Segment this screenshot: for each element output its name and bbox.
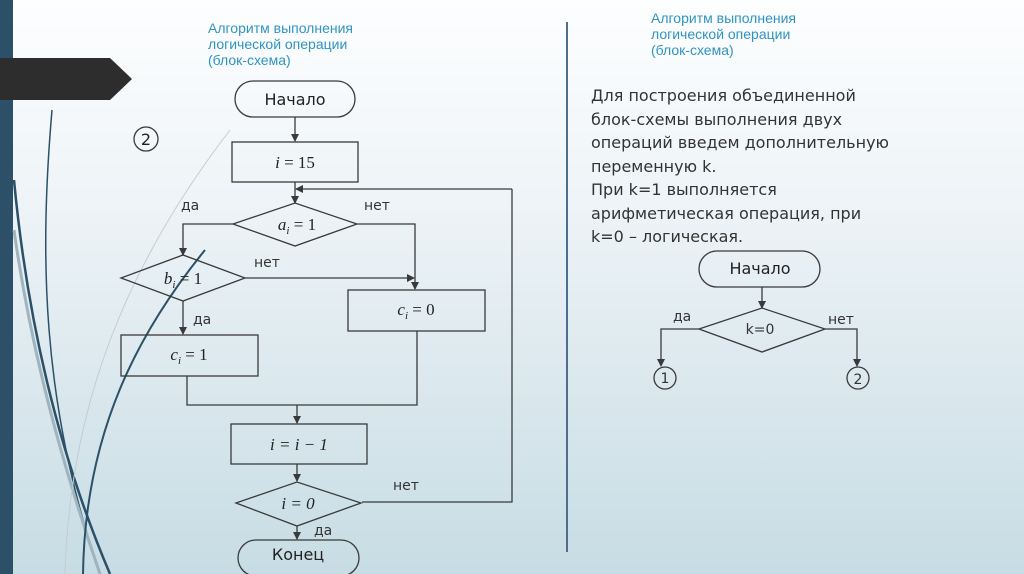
- sidebar-bar: [0, 0, 13, 574]
- connector-1-circle: [653, 366, 677, 390]
- left-title: Алгоритм выполнения логической операции …: [208, 20, 354, 68]
- connector-2-label: 2: [141, 130, 151, 149]
- set-c0-label: ci = 0: [397, 300, 434, 322]
- right-title: Алгоритм выполнения логической операции …: [651, 10, 797, 58]
- start-label: Начало: [264, 90, 325, 109]
- connector-2-right-circle: [846, 366, 870, 390]
- paragraph-line: Для построения объединенной: [591, 86, 856, 105]
- set-c0-sub: i: [405, 310, 408, 322]
- connector-2-circle: [133, 126, 159, 152]
- k-cond-label: k=0: [746, 322, 775, 338]
- paragraph-line: блок-схемы выполнения двух: [591, 109, 843, 129]
- cond-a-rest: = 1: [289, 215, 316, 234]
- cond-a-label: ai = 1: [278, 215, 316, 237]
- cond-b-label: bi = 1: [164, 269, 202, 291]
- paragraph-line: операций введем дополнительную: [591, 133, 889, 152]
- yes-label-end: да: [314, 523, 332, 539]
- cond-a-sub: i: [286, 225, 289, 237]
- divider: [566, 22, 568, 552]
- paragraph-line: k=0 – логическая.: [591, 227, 744, 246]
- cond-b-rest: = 1: [175, 269, 202, 288]
- end-terminal: [237, 539, 360, 574]
- init-val: 15: [298, 153, 315, 172]
- decrement-label: i = i − 1: [270, 435, 328, 454]
- connector-1-label: 1: [661, 371, 670, 387]
- set-c0-rest: = 0: [408, 300, 435, 319]
- right-start-label: Начало: [729, 259, 790, 278]
- set-c0-var: c: [397, 300, 405, 319]
- end-label: Конец: [272, 545, 324, 564]
- slide-tab-arrow: [0, 58, 132, 100]
- paragraph-line: При k=1 выполняется: [591, 180, 777, 199]
- init-var: i: [275, 153, 280, 172]
- cond-b-sub: i: [172, 279, 175, 291]
- no-label-b: нет: [254, 255, 280, 271]
- no-label-end: нет: [393, 478, 419, 494]
- no-label-a: нет: [364, 198, 390, 214]
- paragraph-line: арифметическая операция, при: [591, 203, 862, 223]
- init-label: i = 15: [275, 153, 315, 172]
- decrement-block: [230, 423, 368, 465]
- explanation-paragraph: Для построения объединенной блок-схемы в…: [591, 84, 991, 249]
- right-yes-label: да: [673, 309, 691, 325]
- set-c1-block: [120, 334, 259, 377]
- paragraph-line: переменную k.: [591, 156, 717, 176]
- set-c1-rest: = 1: [181, 345, 208, 364]
- yes-label-b: да: [193, 312, 211, 328]
- cond-a-var: a: [278, 215, 287, 234]
- init-op: =: [280, 153, 298, 172]
- right-no-label: нет: [828, 312, 854, 328]
- cond-end-label: i = 0: [281, 494, 315, 513]
- right-start-terminal: [698, 250, 821, 288]
- cond-b-var: b: [164, 269, 173, 288]
- set-c1-sub: i: [178, 355, 181, 367]
- set-c1-var: c: [170, 345, 178, 364]
- yes-label-a: да: [181, 198, 199, 214]
- cond-end-diamond: [234, 481, 363, 527]
- connector-2-right-label: 2: [854, 372, 863, 388]
- set-c1-label: ci = 1: [170, 345, 207, 367]
